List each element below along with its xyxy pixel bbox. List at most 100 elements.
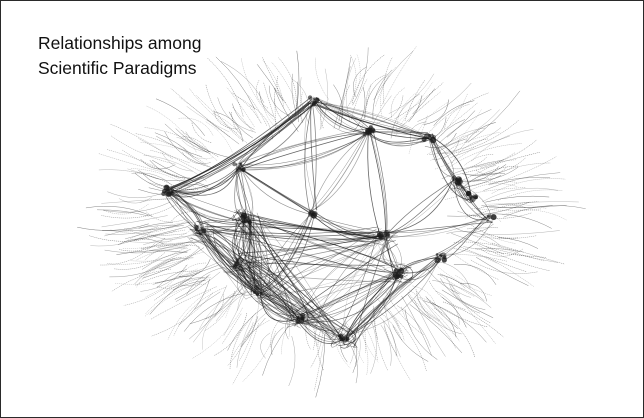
peripheral-strand <box>178 117 214 136</box>
paradigm-link <box>232 208 243 221</box>
peripheral-strand <box>189 283 246 325</box>
paradigm-node <box>490 214 497 221</box>
paradigm-node <box>434 256 441 264</box>
peripheral-strand <box>77 223 149 231</box>
paradigm-node <box>300 312 306 318</box>
paradigm-node <box>466 191 472 197</box>
title-line-2: Scientific Paradigms <box>38 58 197 78</box>
peripheral-strand <box>345 338 358 384</box>
paradigm-link <box>238 100 315 168</box>
peripheral-strand <box>434 146 475 170</box>
peripheral-strand <box>148 187 202 194</box>
paradigm-link <box>214 239 315 317</box>
paradigm-link <box>353 276 413 348</box>
peripheral-strand <box>451 233 504 255</box>
paradigm-link <box>235 219 244 273</box>
paradigm-link <box>336 270 392 331</box>
paradigm-node <box>166 191 172 197</box>
peripheral-strand <box>451 138 489 164</box>
peripheral-strand <box>380 317 397 357</box>
peripheral-strand <box>202 310 224 350</box>
paradigm-node <box>451 175 457 181</box>
peripheral-strand <box>300 77 310 124</box>
paradigm-link <box>315 96 433 140</box>
peripheral-strand <box>294 50 300 117</box>
paradigm-link <box>169 168 239 198</box>
peripheral-strand <box>353 66 367 97</box>
peripheral-strand <box>240 58 275 121</box>
peripheral-strand <box>491 178 566 194</box>
peripheral-strand <box>199 289 242 330</box>
peripheral-strand <box>179 262 207 277</box>
peripheral-strand <box>490 162 551 178</box>
peripheral-strand <box>498 237 539 249</box>
peripheral-strand <box>373 305 378 340</box>
paradigm-link <box>370 133 430 145</box>
paradigm-node <box>241 212 248 219</box>
peripheral-strand <box>121 149 186 179</box>
paradigm-node <box>232 162 237 167</box>
paradigm-link <box>255 223 293 322</box>
paradigm-link <box>397 263 414 282</box>
peripheral-strand <box>305 312 316 351</box>
peripheral-strand <box>376 95 404 124</box>
paradigm-node <box>454 179 461 186</box>
peripheral-strand <box>341 84 350 124</box>
peripheral-strand <box>465 122 496 143</box>
peripheral-strand <box>489 156 557 186</box>
paradigm-link <box>170 188 246 223</box>
peripheral-strand <box>404 309 438 360</box>
peripheral-strand <box>156 275 188 289</box>
peripheral-strand <box>409 289 460 342</box>
peripheral-strand <box>408 95 423 123</box>
peripheral-strand <box>470 259 538 274</box>
peripheral-strand <box>152 262 219 285</box>
peripheral-strand <box>449 284 481 314</box>
peripheral-strand <box>127 168 159 180</box>
paradigm-node <box>241 167 246 172</box>
peripheral-strand <box>470 157 527 177</box>
paradigm-link <box>167 193 249 223</box>
peripheral-strand <box>271 61 304 123</box>
figure-title: Relationships among Scientific Paradigms <box>38 31 201 81</box>
peripheral-strand <box>162 277 204 293</box>
peripheral-strand <box>426 130 481 155</box>
peripheral-strand <box>476 204 526 210</box>
peripheral-strand <box>188 88 238 134</box>
paradigm-link <box>235 167 252 219</box>
peripheral-strand <box>441 296 467 328</box>
peripheral-strand <box>183 292 246 332</box>
paradigm-link <box>206 229 384 245</box>
paradigm-link <box>238 164 314 216</box>
peripheral-strand <box>426 298 488 328</box>
peripheral-strand <box>390 87 405 118</box>
paradigm-link <box>315 233 391 320</box>
paradigm-link <box>240 133 369 170</box>
peripheral-strand <box>463 246 547 258</box>
peripheral-strand <box>364 317 366 353</box>
peripheral-strand <box>465 165 519 186</box>
peripheral-strand <box>437 274 466 289</box>
peripheral-strand <box>408 101 449 154</box>
paradigm-link <box>245 266 304 319</box>
paradigm-clusters <box>161 95 497 343</box>
peripheral-strand <box>207 57 244 117</box>
peripheral-strand <box>195 94 248 144</box>
peripheral-strand <box>409 121 427 143</box>
peripheral-strand <box>394 82 444 120</box>
peripheral-strand <box>215 56 256 110</box>
paradigm-link <box>241 254 404 274</box>
peripheral-strand <box>125 229 186 243</box>
peripheral-strand <box>401 295 432 356</box>
paradigm-link <box>241 258 346 346</box>
paradigm-link <box>199 214 235 223</box>
peripheral-strand <box>333 84 343 130</box>
peripheral-strand <box>102 201 171 213</box>
peripheral-strand <box>481 230 560 235</box>
paradigm-link <box>225 242 370 274</box>
paradigm-node <box>313 101 317 105</box>
peripheral-strand <box>262 56 293 116</box>
peripheral-strand <box>346 54 357 108</box>
peripheral-strand <box>117 238 164 246</box>
paradigm-link <box>237 245 374 254</box>
